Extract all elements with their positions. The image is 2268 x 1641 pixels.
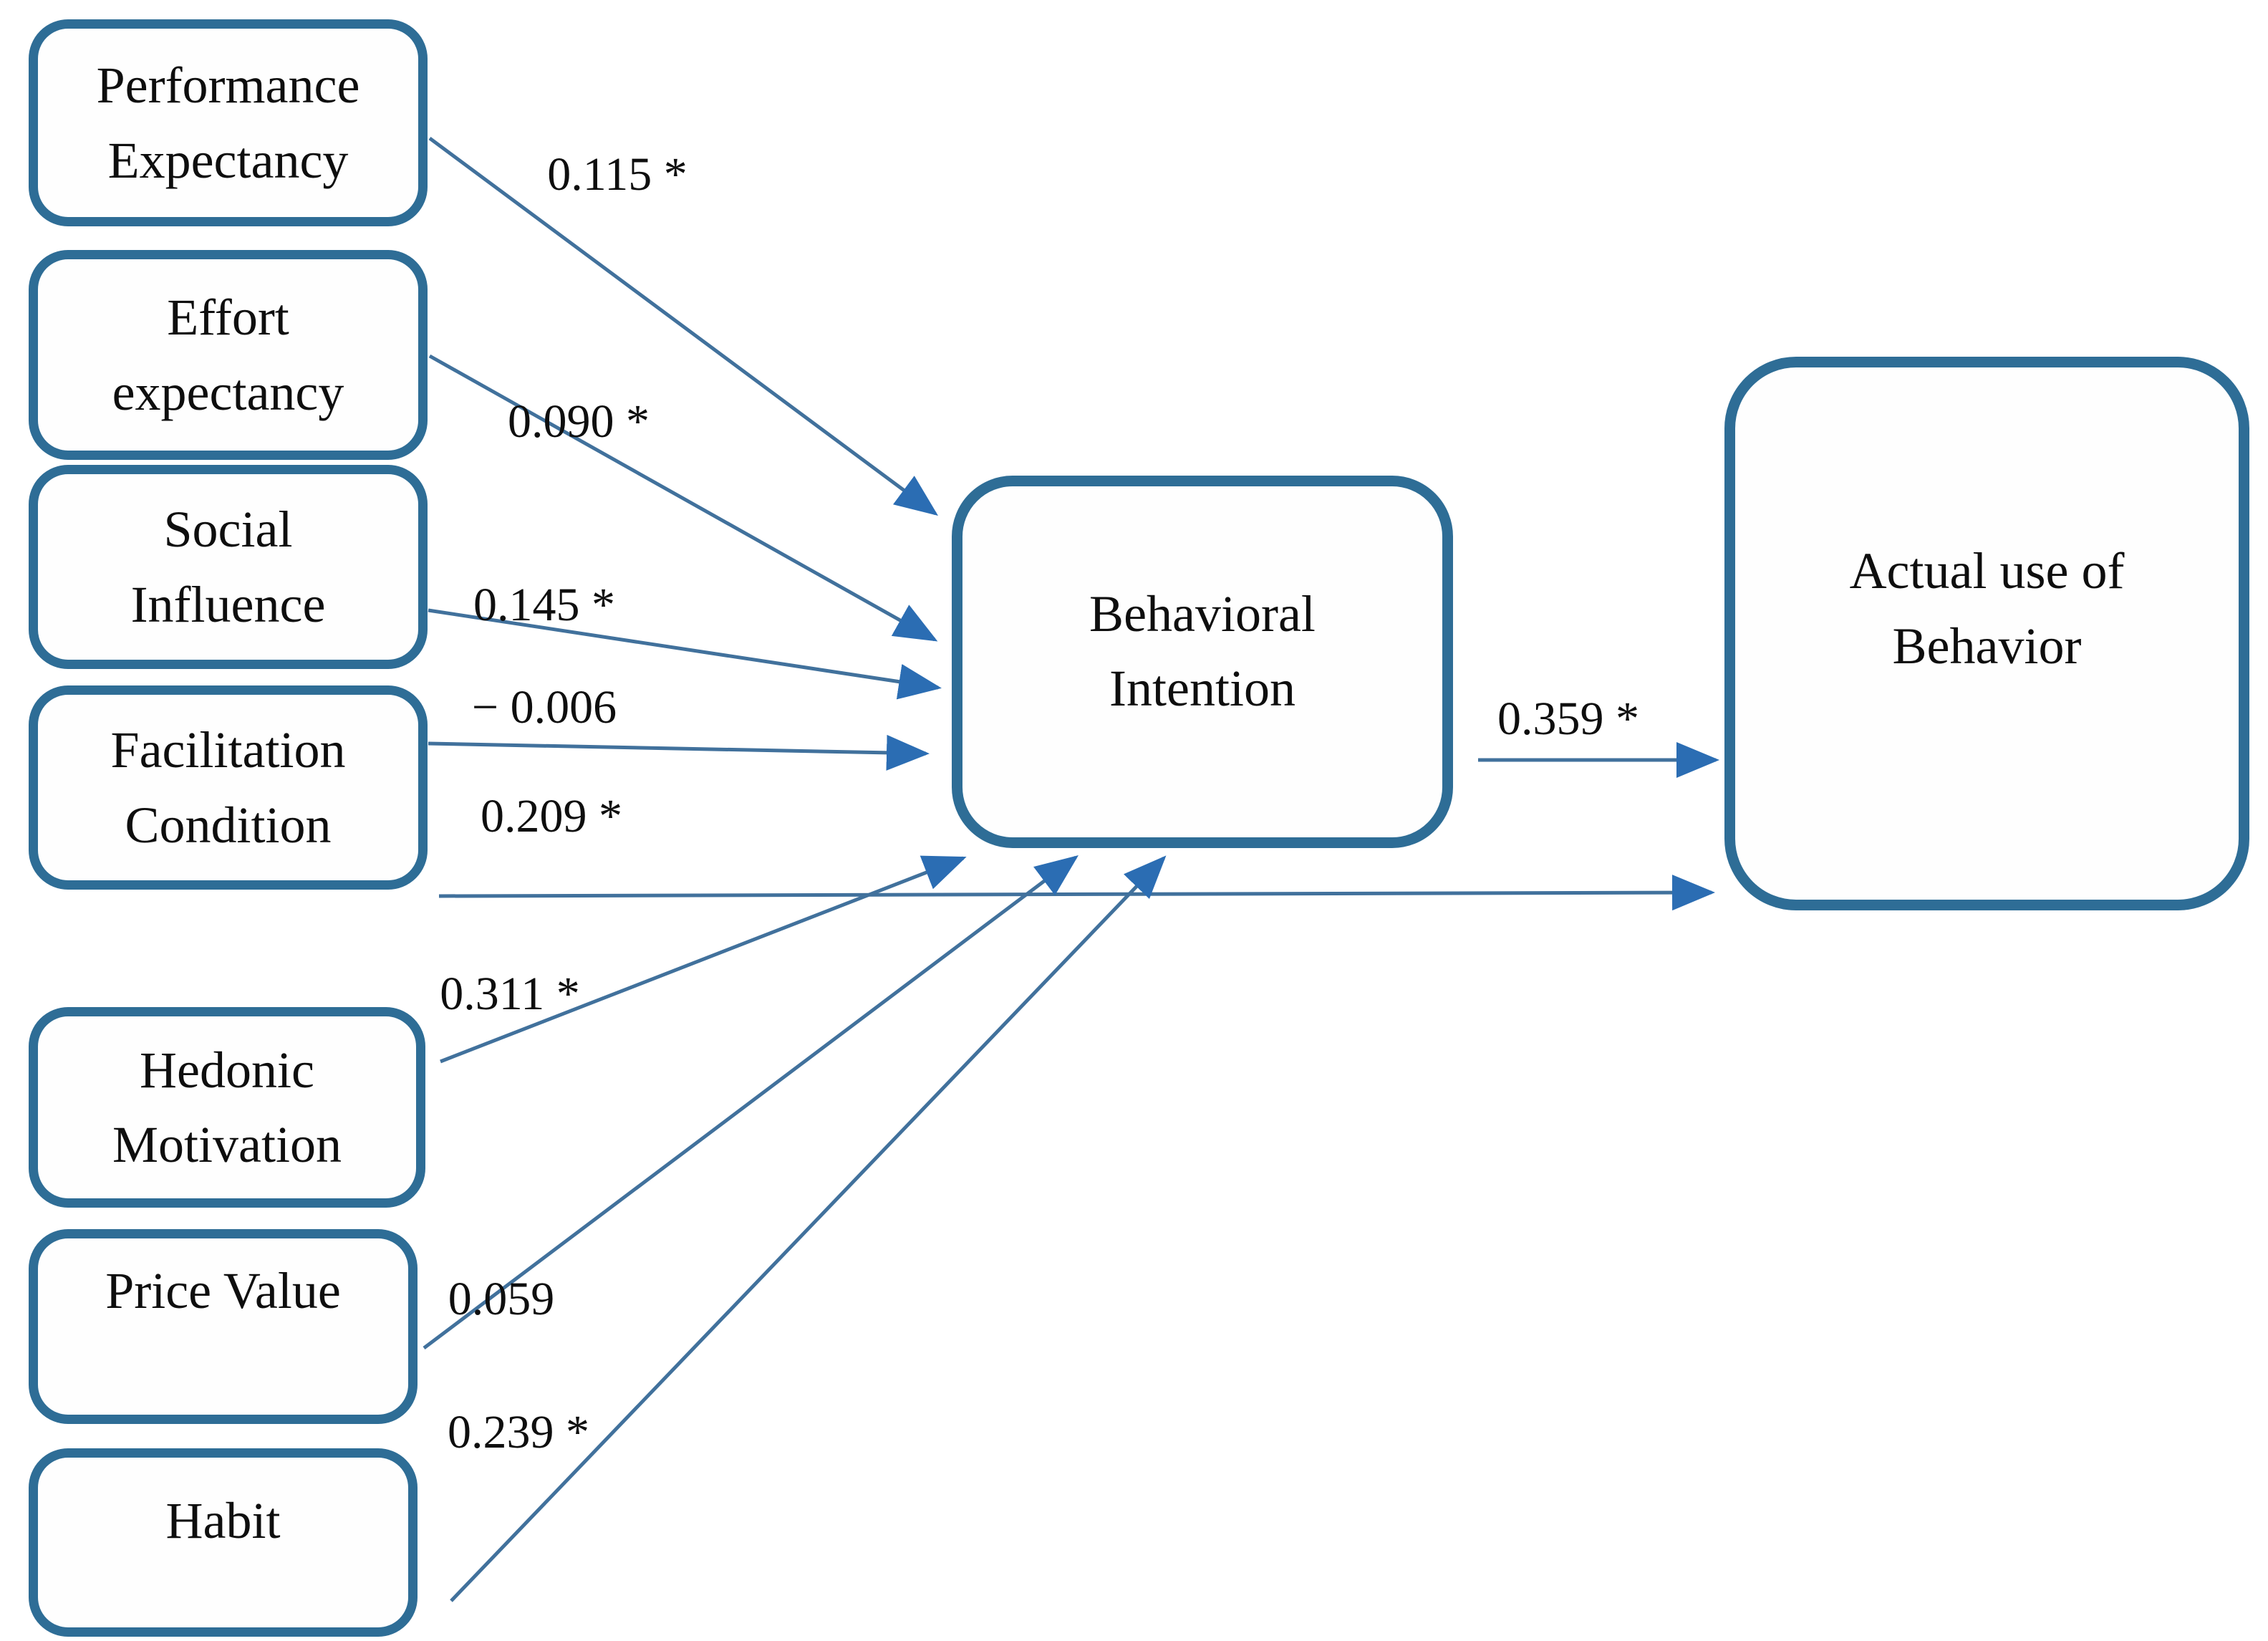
node-label: Habit xyxy=(165,1492,281,1550)
coef-pe-bi: 0.115 * xyxy=(547,148,687,201)
node-label: Intention xyxy=(1109,660,1295,717)
node-label: Expectancy xyxy=(107,131,349,189)
node-behavioral-intention: Behavioral Intention xyxy=(952,476,1453,848)
node-label: expectancy xyxy=(112,363,344,421)
node-label: Performance xyxy=(96,57,360,115)
path-line-fc-bi xyxy=(428,734,930,771)
coef-fc-bi: − 0.006 xyxy=(471,681,617,733)
path-line-hb-bi xyxy=(450,855,1167,1602)
node-label: Price Value xyxy=(105,1261,341,1319)
coef-hm-bi: 0.311 * xyxy=(440,968,580,1020)
coef-hb-bi: 0.239 * xyxy=(448,1406,589,1458)
node-label: Actual use of xyxy=(1849,542,2125,600)
path-line-hm-bi xyxy=(440,855,967,1064)
node-label: Effort xyxy=(167,289,289,347)
node-label: Condition xyxy=(125,796,332,854)
node-social-influence: Social Influence xyxy=(29,465,428,669)
node-habit: Habit xyxy=(29,1448,418,1637)
path-line-ee-bi xyxy=(428,354,938,642)
coef-bi-au: 0.359 * xyxy=(1497,693,1639,745)
node-effort-expectancy: Effort expectancy xyxy=(29,250,428,460)
coef-fc-au: 0.209 * xyxy=(481,790,622,842)
path-line-si-bi xyxy=(428,608,942,700)
node-label: Behavioral xyxy=(1089,584,1316,643)
node-price-value: Price Value xyxy=(29,1229,418,1424)
coef-si-bi: 0.145 * xyxy=(473,579,615,631)
node-actual-use-of-behavior: Actual use of Behavior xyxy=(1724,357,2249,910)
node-label: Influence xyxy=(130,575,326,633)
node-label: Social xyxy=(163,501,293,559)
node-performance-expectancy: Performance Expectancy xyxy=(29,19,428,226)
node-label: Hedonic xyxy=(140,1041,314,1099)
node-facilitation-condition: Facilitation Condition xyxy=(29,685,428,890)
coef-pv-bi: 0.059 xyxy=(448,1273,555,1325)
coef-ee-bi: 0.090 * xyxy=(508,395,650,448)
path-line-pe-bi xyxy=(428,136,939,516)
node-hedonic-motivation: Hedonic Motivation xyxy=(29,1007,425,1208)
node-label: Behavior xyxy=(1892,617,2082,675)
node-label: Facilitation xyxy=(110,721,346,779)
path-line-pv-bi xyxy=(423,855,1078,1349)
node-label: Motivation xyxy=(112,1116,342,1173)
path-line-fc-au xyxy=(438,875,1715,911)
